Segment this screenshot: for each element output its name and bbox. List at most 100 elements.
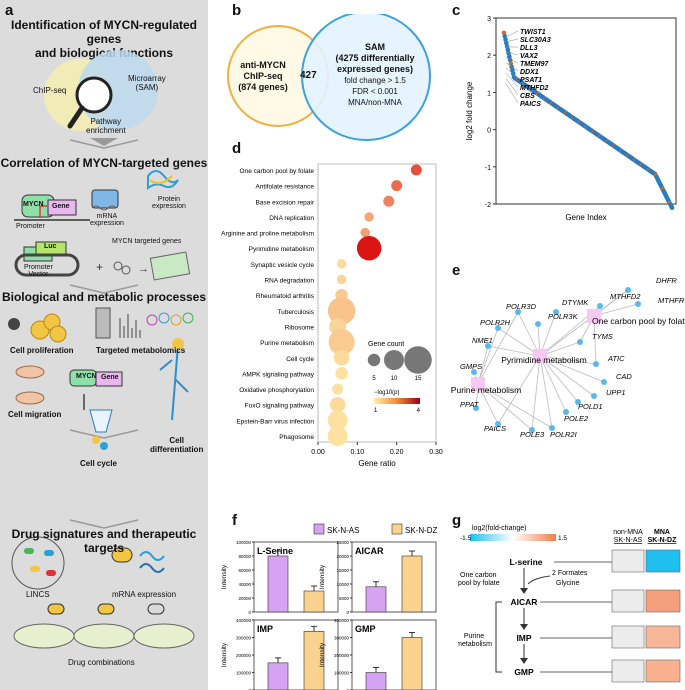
label-chipseq: ChIP-seq (33, 86, 67, 95)
label-microarray: Microarray(SAM) (128, 74, 166, 92)
network-edge (539, 355, 605, 383)
gene-node (601, 379, 607, 385)
network-edge (477, 383, 553, 429)
svg-text:→: → (138, 263, 149, 275)
gene-node-label: PAICS (484, 424, 506, 433)
gene-node (593, 361, 599, 367)
bar (365, 672, 387, 690)
pathway-label: Antifolate resistance (255, 184, 314, 191)
pathway-label: Cell cycle (286, 356, 314, 363)
x-axis-label: Gene ratio (358, 459, 396, 468)
label-line: fold change > 1.5 (344, 76, 406, 85)
network-edge (487, 345, 541, 357)
pathway-label: Phagosome (279, 434, 314, 441)
gene-node-label: DTYMK (562, 298, 589, 307)
label-line: expression (152, 203, 186, 210)
label-line: mRNA (96, 213, 118, 220)
gene-label: CBS (520, 93, 535, 100)
gene-node (515, 309, 521, 315)
panel-label-g: g (452, 512, 462, 529)
size-legend-label: 5 (372, 376, 376, 382)
hub-label: Pyrimidine metabolism (501, 355, 587, 365)
y-tick-label: 0 (248, 688, 251, 690)
pathway-label: Oxidative phosphorylation (239, 387, 314, 394)
lincs-icon (11, 536, 65, 590)
legend-swatch (313, 523, 325, 535)
heat-cell-nonmna (611, 549, 645, 573)
legend-label: SK-N-AS (327, 526, 359, 535)
chevron-down-icon (69, 429, 139, 439)
gene-node (635, 301, 641, 307)
gene-node-label: UPP1 (606, 388, 626, 397)
label-line: expressed genes) (336, 64, 414, 74)
size-legend-title: Gene count (368, 341, 404, 348)
gene-label-leader (505, 62, 519, 72)
pathway-dot (391, 180, 403, 192)
pathway-dot (410, 164, 422, 176)
gene-label-leader (505, 51, 519, 56)
arrow-head-icon (520, 624, 528, 630)
gene-label: PAICS (520, 101, 541, 108)
pathway-label: FoxO signaling pathway (245, 403, 315, 410)
bar (401, 555, 423, 613)
heat-cell-mna (645, 589, 681, 613)
legend-swatch (391, 523, 403, 535)
pathway-label: Rheumatoid arthritis (256, 293, 315, 300)
subplot-frame (351, 541, 437, 613)
y-axis-label: log2 fold change (465, 81, 474, 140)
pathway-dot (356, 235, 382, 261)
y-tick-label: 1 (487, 90, 491, 97)
gene-node (473, 405, 479, 411)
pathway-label: Tuberculosis (277, 309, 314, 316)
arrow-head-icon (520, 588, 528, 594)
y-tick-label: 400000 (236, 618, 252, 623)
gene-node-label: POLR3K (548, 312, 579, 321)
pathway-label: Synaptic vesicle cycle (251, 262, 315, 269)
metabolomics-peaks (119, 312, 194, 338)
y-axis-label: Intensity (221, 642, 228, 667)
pathway-dot (328, 329, 355, 356)
panel-label-b: b (232, 2, 242, 19)
magnifier-handle (67, 105, 85, 129)
metabolite-label: GMP (514, 667, 534, 677)
y-tick-label: 300000 (334, 636, 350, 641)
gene-label-leader (505, 30, 519, 37)
pathway-dot (383, 195, 395, 207)
neuron-icon (159, 344, 189, 421)
label-line: Pathway (90, 117, 122, 126)
gene-node-label: CAD (616, 372, 632, 381)
gene-node (529, 427, 535, 433)
venn-overlap-count: 427 (300, 70, 317, 81)
legend-min: -1.5 (460, 535, 472, 542)
gene-node-label: MTHFR (658, 296, 685, 305)
gene-node (535, 321, 541, 327)
hub-node (533, 349, 547, 363)
y-tick-label: 25000 (336, 540, 349, 545)
gene-node-label: DHFR (656, 276, 677, 285)
subplot-title: AICAR (355, 546, 384, 556)
label-line: MNA/non-MNA (348, 98, 402, 107)
color-legend-max: 4 (417, 408, 421, 414)
y-axis-label: Intensity (221, 564, 228, 589)
gene-node-label: TYMS (592, 332, 613, 341)
y-tick-label: 10000 (336, 582, 349, 587)
venn-right-label: SAM (4275 differentially expressed genes… (320, 42, 430, 108)
label-gene: Gene (52, 203, 70, 210)
hub-node (471, 377, 485, 391)
bar (365, 586, 387, 613)
plot-frame (495, 17, 677, 205)
subplot-title: GMP (355, 624, 376, 634)
pathway-dot (364, 212, 374, 222)
petri-dish-icon (73, 623, 135, 649)
y-tick-label: 2 (487, 53, 491, 60)
purine-bracket (495, 601, 502, 673)
pathway-label: Pyrimidine metabolism (249, 246, 314, 253)
gene-label-leader (505, 57, 519, 64)
label-line: enrichment (86, 126, 126, 135)
network-edge (593, 315, 597, 365)
gene-label-leader (505, 72, 519, 88)
